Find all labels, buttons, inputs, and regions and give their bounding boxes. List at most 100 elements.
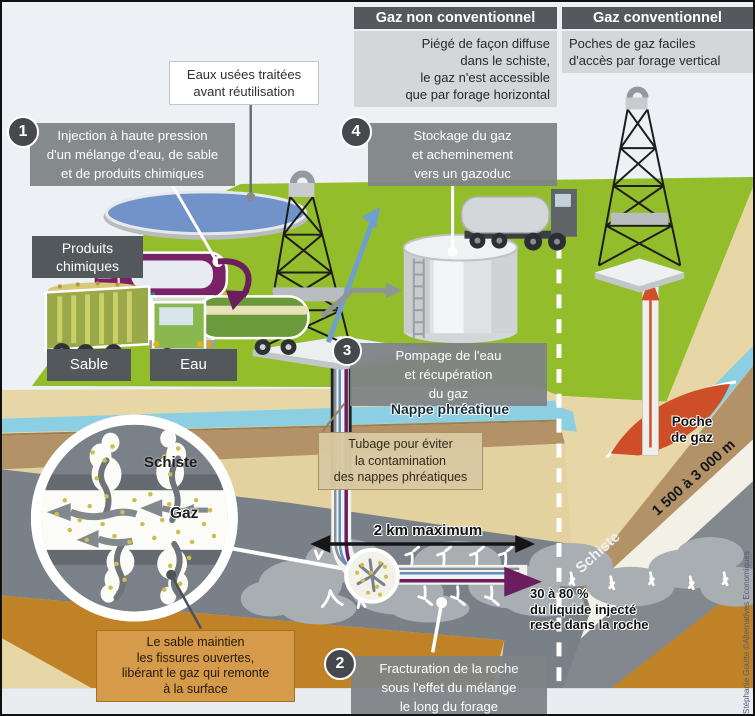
derrick-lattice (597, 108, 682, 267)
gas-out-arrow-shaft (320, 287, 388, 319)
water-return-arrow-shaft (325, 221, 375, 343)
label-distance: 2 km maximum (373, 522, 483, 539)
header-nonconventional: Gaz non conventionnel (354, 7, 557, 29)
derrick-band (610, 212, 669, 225)
credit-text: Stéphanie Goutte ©Alternatives Economiqu… (742, 551, 751, 714)
tank-ladder (412, 258, 425, 339)
label-gaz: Gaz (170, 505, 199, 522)
sand-detail-grains (355, 560, 389, 597)
surface-arrows (320, 206, 402, 343)
label-liquide-reste: 30 à 80 % du liquide injecté reste dans … (530, 586, 706, 633)
gas-out-arrow-head (385, 282, 402, 299)
desc-nonconventional: Piégé de façon diffuse dans le schiste, … (354, 31, 557, 107)
injection-flow-arrow-head (504, 566, 543, 597)
water-return-arrow-head (362, 206, 380, 229)
label-sable: Sable (47, 349, 131, 381)
step1-box: Injection à haute pression d'un mélange … (30, 123, 235, 186)
step-line: sous l'effet du mélange (381, 680, 517, 695)
desc-line: Piégé de façon diffuse (421, 36, 550, 51)
step-line: Pompage de l'eau (395, 348, 502, 363)
step4-box: Stockage du gaz et acheminement vers un … (368, 123, 557, 186)
callout-line: avant réutilisation (193, 84, 295, 99)
callout-line: les fissures ouvertes, (136, 650, 255, 665)
desc-line: le gaz n'est accessible (420, 70, 550, 85)
label-poche-de-gaz: Poche de gaz (648, 414, 736, 446)
label-line: de gaz (670, 430, 713, 445)
frac-pointer-line (430, 602, 444, 653)
desc-line: d'accès par forage vertical (569, 53, 721, 68)
step-line: Stockage du gaz (413, 128, 512, 143)
step-line: d'un mélange d'eau, de sable (46, 147, 219, 162)
label-line: chimiques (55, 258, 120, 274)
pointer-dot (166, 569, 177, 580)
desc-conventional: Poches de gaz faciles d'accès par forage… (562, 31, 753, 73)
step-line: du gaz (428, 386, 469, 401)
step-line: vers un gazoduc (414, 166, 511, 181)
step-line: le long du forage (399, 699, 499, 714)
gas-tanker-truck (460, 188, 577, 251)
water-truck (151, 295, 310, 366)
zoom-connector-line (228, 545, 351, 572)
step-line: Injection à haute pression (57, 128, 208, 143)
step-line: Fracturation de la roche (379, 661, 519, 676)
desc-line: dans le schiste, (460, 53, 550, 68)
step-line: et de produits chimiques (61, 166, 204, 181)
distance-arrow (310, 535, 536, 553)
derrick-hook (626, 86, 649, 98)
step1-number: 1 (7, 116, 39, 148)
derrick-crown (625, 97, 648, 110)
callout-tubage: Tubage pour éviter la contamination des … (318, 432, 483, 490)
zoom-ring-stroke (30, 414, 238, 622)
callout-line: à la surface (163, 681, 228, 696)
step4-number: 4 (340, 116, 372, 148)
injection-arrow-shaft (217, 258, 252, 298)
sand-detail-branches (356, 558, 386, 593)
callout-line: des nappes phréatiques (333, 470, 468, 484)
callout-line: libérant le gaz qui remonte (121, 666, 270, 680)
eaux-pointer-dot (246, 192, 256, 202)
label-schiste-circle: Schiste (144, 454, 198, 471)
desc-line: Poches de gaz faciles (569, 36, 696, 51)
horizontal-well (313, 356, 729, 653)
label-produits-chimiques: Produits chimiques (32, 236, 143, 278)
label-line: 30 à 80 % (530, 586, 589, 601)
callout-line: la contamination (354, 453, 447, 468)
step-line: et acheminement (411, 147, 514, 162)
storage-tank (402, 233, 519, 344)
step1-pointer-line (169, 182, 217, 260)
callout-line: Le sable maintien (146, 635, 245, 649)
sable-note-pointer (170, 574, 203, 630)
step3-box: Pompage de l'eau et récupération du gaz (350, 343, 547, 406)
step2-number: 2 (324, 648, 356, 680)
fissures (313, 545, 729, 609)
label-nappe-phreatique: Nappe phréatique (390, 401, 510, 417)
callout-eaux-usees: Eaux usées traitées avant réutilisation (169, 61, 319, 105)
callout-line: Tubage pour éviter (348, 437, 453, 451)
gas-flow-arrows (46, 499, 208, 548)
label-eau: Eau (150, 349, 237, 381)
shale-zoom-circle (30, 414, 238, 622)
derrick-hook (289, 170, 315, 184)
step-line: et récupération (404, 367, 493, 382)
header-conventional: Gaz conventionnel (562, 7, 753, 29)
label-line: Produits (61, 240, 114, 256)
callout-line: Eaux usées traitées (186, 67, 302, 82)
callout-sable-note: Le sable maintien les fissures ouvertes,… (96, 630, 295, 702)
retention-pond (105, 190, 307, 236)
step2-box: Fracturation de la roche sous l'effet du… (351, 656, 547, 714)
label-line: reste dans la roche (530, 617, 649, 632)
derrick-crown (288, 182, 315, 197)
desc-line: que par forage horizontal (405, 87, 550, 102)
injection-arrow-head (225, 290, 250, 311)
gas-pocket (610, 383, 731, 456)
sand-grains (54, 444, 217, 592)
casing-left (330, 356, 334, 488)
tubage-pointer-line (321, 403, 345, 433)
label-line: du liquide injecté (530, 601, 637, 617)
derrick-platform-side (594, 272, 685, 293)
label-line: Poche (671, 414, 713, 429)
storage-pointer-dot (447, 246, 458, 257)
zoom-content (40, 424, 228, 612)
step3-number: 3 (332, 336, 362, 366)
